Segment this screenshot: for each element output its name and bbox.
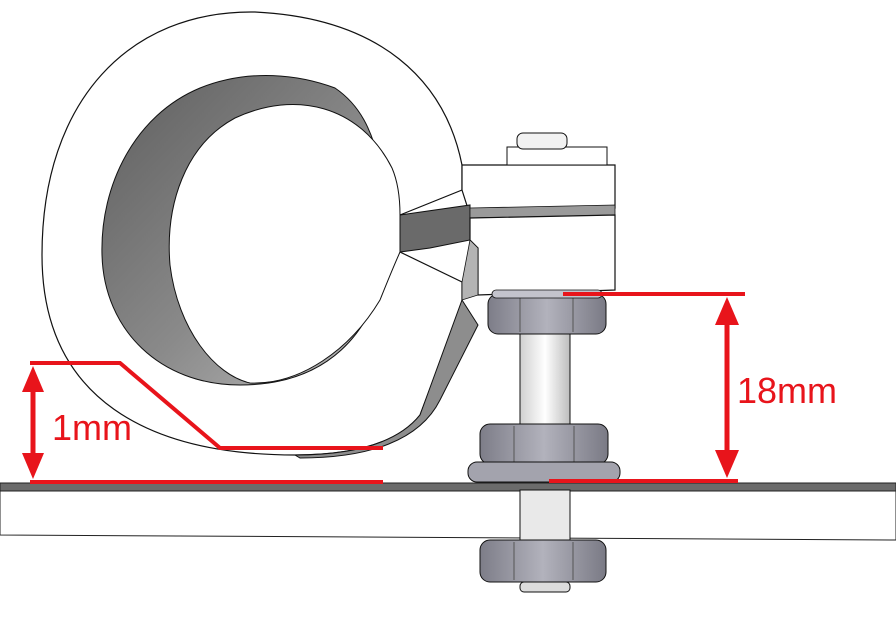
clamp-slot bbox=[399, 204, 471, 253]
clamp-bore bbox=[168, 104, 401, 384]
clamp-side-shadow bbox=[293, 298, 479, 459]
gap-dimension-label: 1mm bbox=[52, 407, 132, 448]
gap-leader-line bbox=[30, 361, 383, 450]
upper-nut-icon bbox=[487, 289, 607, 335]
height-arrow-up-icon bbox=[715, 297, 739, 325]
lower-nut-icon bbox=[479, 423, 609, 465]
gap-dimension: 1mm bbox=[22, 361, 383, 484]
height-arrow-down-icon bbox=[715, 450, 739, 478]
pipe-clamp bbox=[41, 11, 616, 459]
clamp-lower-tab bbox=[469, 214, 616, 296]
height-dimension-label: 18mm bbox=[737, 370, 837, 411]
bolt-head-icon bbox=[516, 132, 568, 150]
height-dimension: 18mm bbox=[549, 292, 837, 483]
washer-icon bbox=[467, 461, 621, 483]
bolt-shaft bbox=[519, 333, 571, 427]
bottom-nut-icon bbox=[479, 539, 607, 583]
bolt-head-plate bbox=[506, 146, 608, 166]
bolt-shaft-lower bbox=[519, 489, 571, 541]
mounting-plate bbox=[0, 482, 896, 541]
gap-arrow-up-icon bbox=[22, 366, 44, 392]
bolt-assembly bbox=[467, 289, 621, 593]
gap-arrow-down-icon bbox=[22, 453, 44, 479]
